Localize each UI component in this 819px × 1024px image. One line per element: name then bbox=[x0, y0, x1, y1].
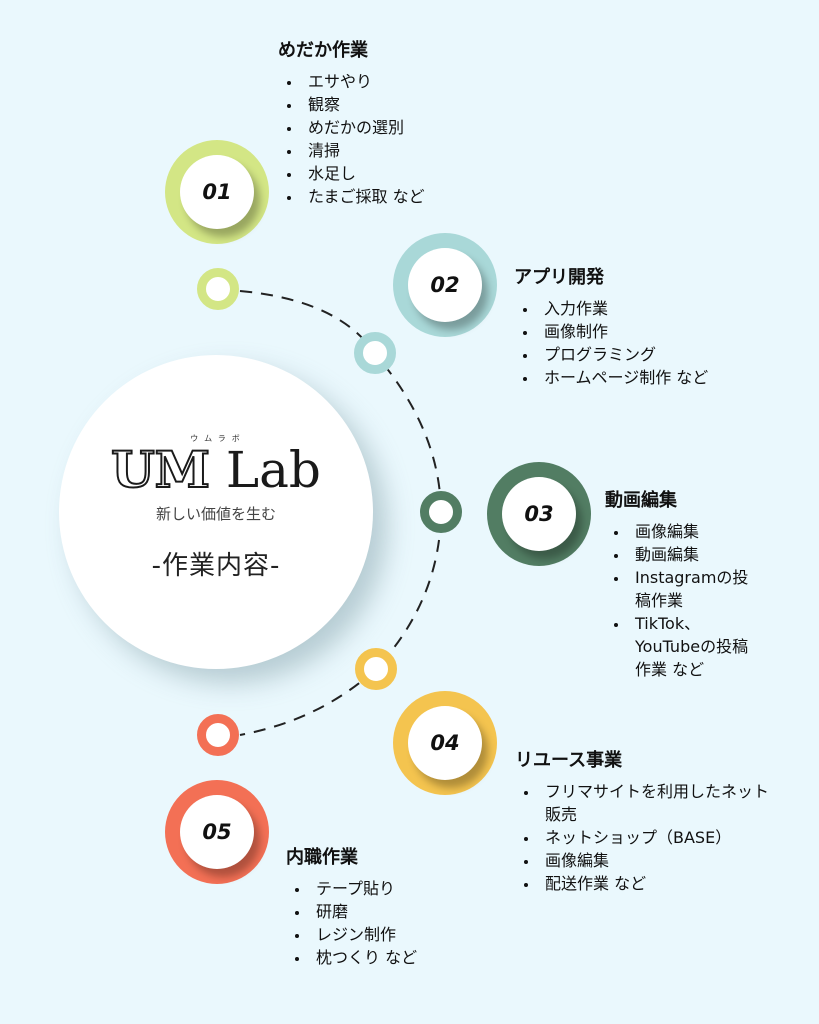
node-05-details: 内職作業 テープ貼り 研磨 レジン制作 枕つくり など bbox=[286, 843, 417, 969]
node-04-title: リユース事業 bbox=[515, 750, 623, 771]
list-item: TikTok、YouTubeの投稿作業 など bbox=[629, 612, 761, 681]
node-02-list: 入力作業 画像制作 プログラミング ホームページ制作 など bbox=[514, 297, 708, 389]
brand-lab: Lab bbox=[210, 441, 321, 499]
list-item: 配送作業 など bbox=[539, 872, 785, 895]
node-01-details: めだか作業 エサやり 観察 めだかの選別 清掃 水足し たまご採取 など bbox=[278, 36, 425, 208]
brand-tagline: 新しい価値を生む bbox=[155, 505, 276, 523]
node-05-title: 内職作業 bbox=[286, 847, 358, 868]
list-item: レジン制作 bbox=[310, 923, 417, 946]
list-item: 水足し bbox=[302, 162, 425, 185]
node-03-title: 動画編集 bbox=[605, 490, 677, 511]
list-item: 画像制作 bbox=[538, 320, 708, 343]
node-05-badge: 05 bbox=[165, 780, 269, 884]
list-item: ネットショップ（BASE） bbox=[539, 826, 785, 849]
node-03-number: 03 bbox=[502, 477, 576, 551]
node-02-number: 02 bbox=[408, 248, 482, 322]
list-item: 観察 bbox=[302, 93, 425, 116]
node-04-list: フリマサイトを利用したネット販売 ネットショップ（BASE） 画像編集 配送作業… bbox=[515, 780, 785, 895]
node-05-number: 05 bbox=[180, 795, 254, 869]
list-item: 画像編集 bbox=[539, 849, 785, 872]
list-item: たまご採取 など bbox=[302, 185, 425, 208]
node-01-number: 01 bbox=[180, 155, 254, 229]
list-item: 研磨 bbox=[310, 900, 417, 923]
brand-logo: UM Lab bbox=[59, 440, 373, 499]
list-item: 動画編集 bbox=[629, 543, 775, 566]
node-02-title: アプリ開発 bbox=[514, 267, 604, 288]
list-item: 清掃 bbox=[302, 139, 425, 162]
list-item: 入力作業 bbox=[538, 297, 708, 320]
main-title: -作業内容- bbox=[151, 551, 281, 581]
arc-ring-04 bbox=[355, 648, 397, 690]
list-item: プログラミング bbox=[538, 343, 708, 366]
list-item: Instagramの投稿作業 bbox=[629, 566, 761, 612]
node-04-details: リユース事業 フリマサイトを利用したネット販売 ネットショップ（BASE） 画像… bbox=[515, 746, 785, 895]
node-04-badge: 04 bbox=[393, 691, 497, 795]
node-01-badge: 01 bbox=[165, 140, 269, 244]
brand-um: UM bbox=[110, 440, 211, 499]
list-item: フリマサイトを利用したネット販売 bbox=[539, 780, 775, 826]
node-02-badge: 02 bbox=[393, 233, 497, 337]
brand-ruby: ウムラボ bbox=[190, 434, 246, 443]
list-item: ホームページ制作 など bbox=[538, 366, 708, 389]
node-03-badge: 03 bbox=[487, 462, 591, 566]
node-03-list: 画像編集 動画編集 Instagramの投稿作業 TikTok、YouTubeの… bbox=[605, 520, 775, 681]
node-04-number: 04 bbox=[408, 706, 482, 780]
node-05-list: テープ貼り 研磨 レジン制作 枕つくり など bbox=[286, 877, 417, 969]
node-01-title: めだか作業 bbox=[278, 40, 368, 61]
arc-ring-01 bbox=[197, 268, 239, 310]
arc-ring-02 bbox=[354, 332, 396, 374]
list-item: 画像編集 bbox=[629, 520, 775, 543]
list-item: めだかの選別 bbox=[302, 116, 425, 139]
list-item: テープ貼り bbox=[310, 877, 417, 900]
list-item: 枕つくり など bbox=[310, 946, 417, 969]
node-02-details: アプリ開発 入力作業 画像制作 プログラミング ホームページ制作 など bbox=[514, 263, 708, 389]
arc-ring-05 bbox=[197, 714, 239, 756]
arc-ring-03 bbox=[420, 491, 462, 533]
node-03-details: 動画編集 画像編集 動画編集 Instagramの投稿作業 TikTok、You… bbox=[605, 486, 775, 681]
center-logo-circle: ウムラボ UM Lab 新しい価値を生む -作業内容- bbox=[59, 355, 373, 669]
list-item: エサやり bbox=[302, 70, 425, 93]
node-01-list: エサやり 観察 めだかの選別 清掃 水足し たまご採取 など bbox=[278, 70, 425, 208]
